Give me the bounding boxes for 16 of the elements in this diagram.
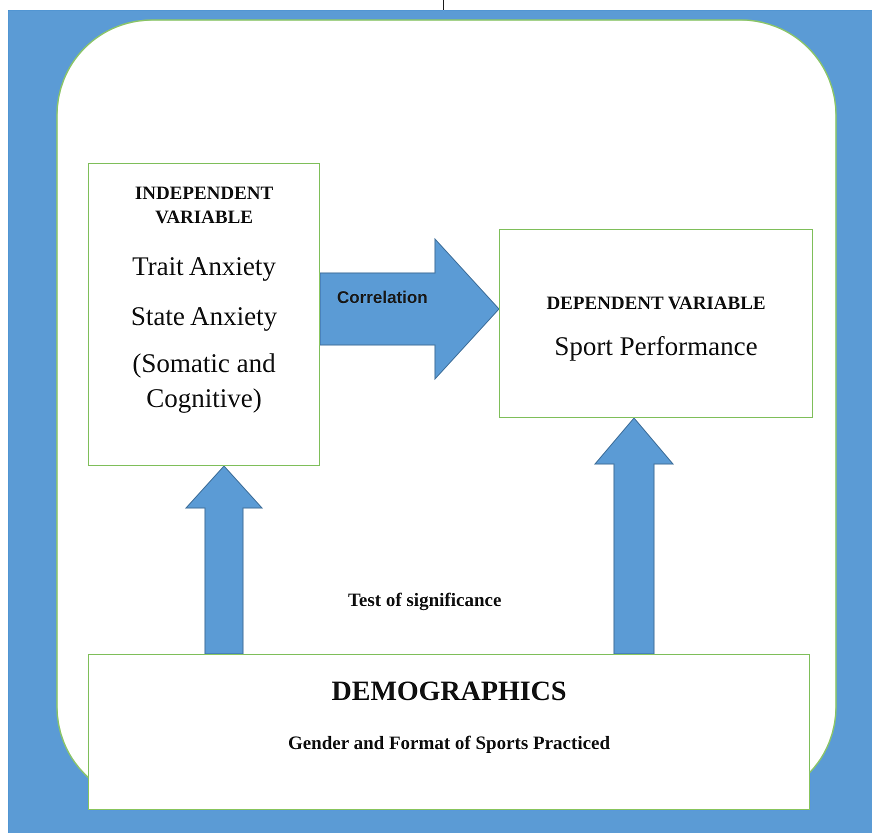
process-box	[88, 654, 810, 810]
note-text: Test of significance	[348, 590, 502, 612]
block-arrow	[594, 417, 674, 654]
node-text: (Somatic and Cognitive)	[131, 347, 277, 416]
process-box	[88, 163, 320, 466]
node-text: State Anxiety	[130, 300, 278, 332]
node-text: Sport Performance	[554, 330, 758, 362]
node-text: Trait Anxiety	[132, 250, 276, 282]
node-heading: DEMOGRAPHICS	[332, 675, 566, 709]
node-heading: INDEPENDENT VARIABLE	[134, 182, 274, 230]
block-arrow	[320, 238, 500, 380]
process-box	[499, 229, 813, 418]
node-text: Gender and Format of Sports Practiced	[288, 732, 610, 756]
block-arrow	[184, 465, 264, 654]
node-heading: DEPENDENT VARIABLE	[546, 292, 766, 316]
edge-label: Correlation	[337, 288, 428, 308]
